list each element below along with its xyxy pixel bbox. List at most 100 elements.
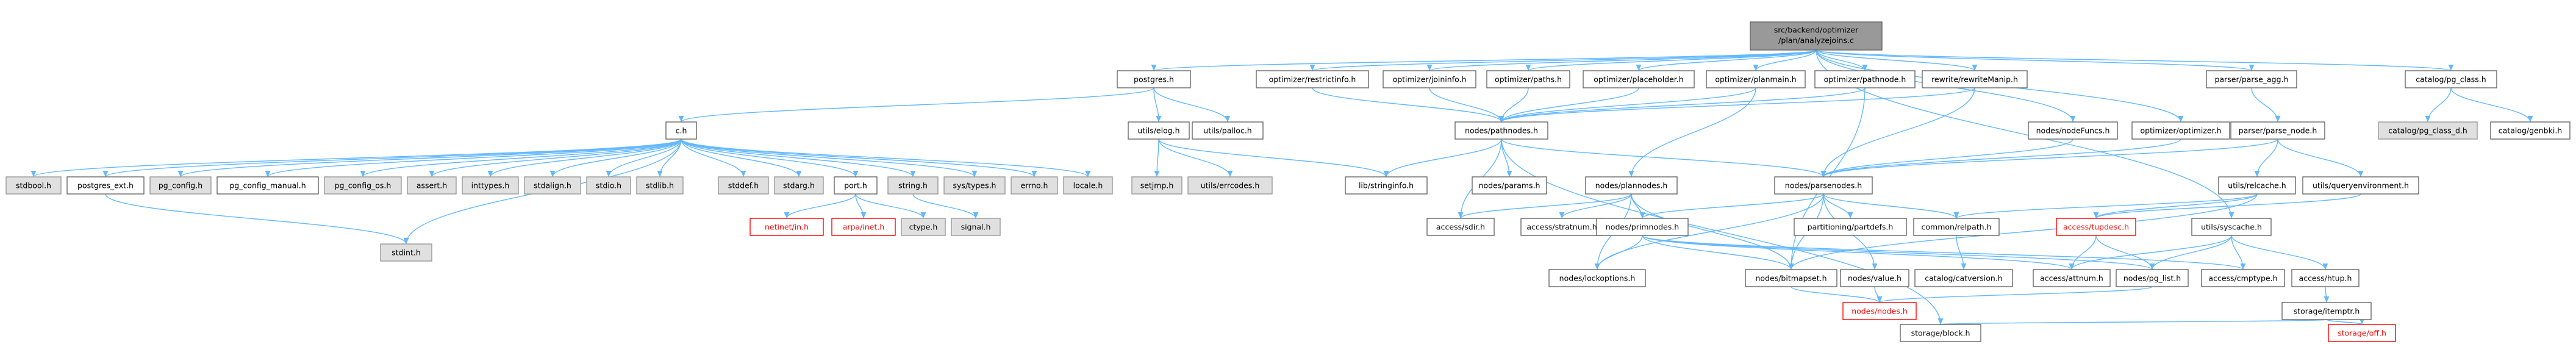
edge-elog_h-to-errcodes_h bbox=[1158, 138, 1233, 177]
node-label: postgres.h bbox=[1134, 75, 1174, 84]
node-genbki-h[interactable]: catalog/genbki.h bbox=[2490, 121, 2571, 140]
node-off-h[interactable]: storage/off.h bbox=[2328, 324, 2396, 342]
node-cmptype-h[interactable]: access/cmptype.h bbox=[2201, 269, 2285, 287]
node-relcache-h[interactable]: utils/relcache.h bbox=[2218, 176, 2296, 195]
node-elog-h[interactable]: utils/elog.h bbox=[1128, 121, 1190, 140]
node-label: stdarg.h bbox=[783, 181, 815, 190]
node-box bbox=[1814, 70, 1916, 88]
edge-pathnodes_h-to-params_h bbox=[1501, 138, 1512, 177]
node-lockoptions-h[interactable]: nodes/lockoptions.h bbox=[1548, 269, 1646, 287]
edge-primnodes_h-to-cmptype_h bbox=[1642, 235, 2246, 270]
node-label: catalog/pg_class.h bbox=[2416, 75, 2486, 84]
node-postgres-ext-h[interactable]: postgres_ext.h bbox=[66, 176, 145, 195]
node-bitmapset-h[interactable]: nodes/bitmapset.h bbox=[1745, 269, 1837, 287]
node-label: sys/types.h bbox=[953, 181, 996, 190]
edge-c_h-to-string_h bbox=[681, 138, 916, 177]
node-nodes-h[interactable]: nodes/nodes.h bbox=[1842, 302, 1917, 320]
node-partdefs-h[interactable]: partitioning/partdefs.h bbox=[1794, 218, 1907, 236]
node-postgres-h[interactable]: postgres.h bbox=[1117, 70, 1191, 88]
edge-pathnode_h-to-pathnodes_h bbox=[1498, 87, 1866, 123]
node-pathnode-h[interactable]: optimizer/pathnode.h bbox=[1814, 70, 1916, 88]
node-label: storage/block.h bbox=[1911, 329, 1970, 338]
node-c-h[interactable]: c.h bbox=[665, 121, 697, 140]
node-assert-h: assert.h bbox=[407, 176, 457, 195]
node-paths-h[interactable]: optimizer/paths.h bbox=[1486, 70, 1570, 88]
node-attnum-h[interactable]: access/attnum.h bbox=[2033, 269, 2111, 287]
node-tupdesc-h[interactable]: access/tupdesc.h bbox=[2056, 218, 2136, 236]
node-box bbox=[1706, 70, 1806, 88]
node-box bbox=[2131, 121, 2230, 140]
node-box bbox=[750, 218, 824, 236]
edge-c_h-to-postgres_ext_h bbox=[102, 138, 682, 177]
node-planmain-h[interactable]: optimizer/planmain.h bbox=[1706, 70, 1806, 88]
edge-itemptr_h-to-off_h bbox=[2326, 318, 2365, 325]
node-stratnum-h[interactable]: access/stratnum.h bbox=[1520, 218, 1603, 236]
node-itemptr-h[interactable]: storage/itemptr.h bbox=[2281, 302, 2372, 320]
node-pg-config-manual-h[interactable]: pg_config_manual.h bbox=[216, 176, 319, 195]
node-netinet-h[interactable]: netinet/in.h bbox=[750, 218, 824, 236]
node-box bbox=[2028, 121, 2118, 140]
node-pg-list-h[interactable]: nodes/pg_list.h bbox=[2116, 269, 2189, 287]
node-value-h[interactable]: nodes/value.h bbox=[1840, 269, 1909, 287]
node-stdio-h: stdio.h bbox=[586, 176, 631, 195]
edge-tupdesc_h-to-attnum_h bbox=[2069, 235, 2097, 270]
node-label: assert.h bbox=[417, 181, 447, 190]
node-syscache-h[interactable]: utils/syscache.h bbox=[2191, 218, 2272, 236]
node-sdir-h[interactable]: access/sdir.h bbox=[1426, 218, 1495, 236]
node-port-h[interactable]: port.h bbox=[834, 176, 878, 195]
node-rewriteManip-h[interactable]: rewrite/rewriteManip.h bbox=[1922, 70, 2028, 88]
node-parse-node-h[interactable]: parser/parse_node.h bbox=[2230, 121, 2325, 140]
node-parse-agg-h[interactable]: parser/parse_agg.h bbox=[2206, 70, 2297, 88]
node-pg-config-h: pg_config.h bbox=[149, 176, 212, 195]
node-parsenodes-h[interactable]: nodes/parsenodes.h bbox=[1774, 176, 1873, 195]
node-locale-h: locale.h bbox=[1063, 176, 1113, 195]
node-arpa-h[interactable]: arpa/inet.h bbox=[831, 218, 896, 236]
node-htup-h[interactable]: access/htup.h bbox=[2291, 269, 2360, 287]
node-joininfo-h[interactable]: optimizer/joininfo.h bbox=[1383, 70, 1476, 88]
edge-pg_list_h-to-nodes_h bbox=[1877, 286, 2153, 303]
node-box bbox=[1913, 218, 2000, 236]
node-label: optimizer/planmain.h bbox=[1715, 75, 1796, 84]
node-label: nodes/params.h bbox=[1479, 181, 1540, 190]
node-primnodes-h[interactable]: nodes/primnodes.h bbox=[1596, 218, 1689, 236]
node-stringinfo-h[interactable]: lib/stringinfo.h bbox=[1345, 176, 1428, 195]
edge-relcache_h-to-tupdesc_h bbox=[2093, 193, 2258, 219]
node-errcodes-h: utils/errcodes.h bbox=[1187, 176, 1273, 195]
edge-plannodes_h-to-stratnum_h bbox=[1559, 193, 1632, 219]
node-pg-class-h[interactable]: catalog/pg_class.h bbox=[2405, 70, 2497, 88]
node-optimizer-h[interactable]: optimizer/optimizer.h bbox=[2131, 121, 2230, 140]
node-nodeFuncs-h[interactable]: nodes/nodeFuncs.h bbox=[2028, 121, 2118, 140]
node-label: optimizer/joininfo.h bbox=[1393, 75, 1467, 84]
edge-itemptr_h-to-block_h bbox=[1939, 318, 2327, 325]
node-box bbox=[2230, 121, 2325, 140]
node-ctype-h: ctype.h bbox=[901, 218, 946, 236]
node-label: nodes/bitmapset.h bbox=[1756, 274, 1827, 283]
node-box bbox=[1842, 302, 1917, 320]
node-pathnodes-h[interactable]: nodes/pathnodes.h bbox=[1454, 121, 1548, 140]
node-label: signal.h bbox=[961, 223, 991, 232]
node-pg-class-d-h: catalog/pg_class_d.h bbox=[2378, 121, 2478, 140]
edge-parse_agg_h-to-parse_node_h bbox=[2251, 87, 2281, 123]
edge-relcache_h-to-bitmapset_h bbox=[1788, 193, 2258, 270]
node-relpath-h[interactable]: common/relpath.h bbox=[1913, 218, 2000, 236]
node-restrictinfo-h[interactable]: optimizer/restrictinfo.h bbox=[1256, 70, 1369, 88]
node-params-h[interactable]: nodes/params.h bbox=[1472, 176, 1547, 195]
node-label: nodes/pathnodes.h bbox=[1465, 126, 1538, 135]
node-box bbox=[2405, 70, 2497, 88]
node-root[interactable]: src/backend/optimizer/plan/analyzejoins.… bbox=[1750, 21, 1883, 51]
node-queryenv-h[interactable]: utils/queryenvironment.h bbox=[2302, 176, 2419, 195]
node-string-h: string.h bbox=[887, 176, 939, 195]
node-plannodes-h[interactable]: nodes/plannodes.h bbox=[1585, 176, 1678, 195]
edge-parsenodes_h-to-primnodes_h bbox=[1639, 193, 1824, 219]
node-label: locale.h bbox=[1073, 181, 1103, 190]
node-block-h[interactable]: storage/block.h bbox=[1900, 324, 1981, 342]
node-label: pg_config.h bbox=[159, 181, 202, 190]
node-palloc-h[interactable]: utils/palloc.h bbox=[1192, 121, 1264, 140]
node-catversion-h[interactable]: catalog/catversion.h bbox=[1914, 269, 2013, 287]
node-label: nodes/plannodes.h bbox=[1595, 181, 1668, 190]
node-label: lib/stringinfo.h bbox=[1359, 181, 1414, 190]
node-label: string.h bbox=[898, 181, 928, 190]
node-placeholder-h[interactable]: optimizer/placeholder.h bbox=[1583, 70, 1695, 88]
node-label: port.h bbox=[844, 181, 867, 190]
node-box bbox=[1426, 218, 1495, 236]
